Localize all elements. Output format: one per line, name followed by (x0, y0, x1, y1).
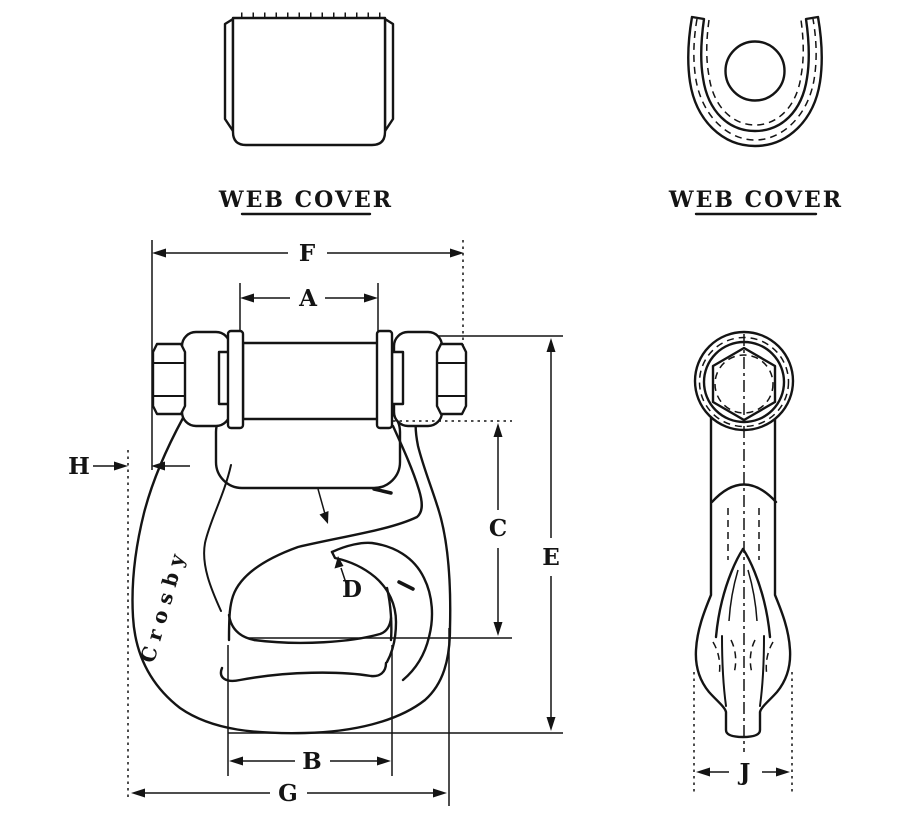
side-shank-outline (694, 412, 792, 739)
spool-roller (241, 341, 380, 421)
dim-H-arrow-right (151, 461, 165, 471)
dim-D-arrow-lower (334, 556, 344, 569)
neck-blend-curve (710, 483, 778, 504)
side-web-cover-label: WEB COVER (668, 187, 843, 213)
web-cover-body (231, 16, 387, 147)
dim-label-D: D (342, 576, 362, 603)
thread-hidden-circle (714, 354, 774, 414)
hex-bolt-head (435, 342, 468, 416)
tip-inner-left (728, 569, 739, 622)
dim-F-arrow-right (450, 248, 464, 258)
web-cover-eye-hole (724, 40, 786, 102)
front-web-cover-label: WEB COVER (218, 187, 393, 213)
right-bushing (390, 350, 405, 406)
dim-J-arrow-right (776, 767, 790, 777)
hidden-saddle-arc-1 (712, 641, 721, 677)
forge-mark-upper (372, 487, 393, 495)
left-spool-flange (226, 329, 245, 430)
stitch-line-outer (693, 18, 817, 141)
stem-side-left (721, 635, 727, 707)
hook-front-view: Crosby (131, 329, 468, 735)
hidden-saddle-arc-2 (765, 641, 774, 677)
tip-ridge-right (741, 547, 772, 639)
dim-C-arrow-bottom (493, 622, 503, 636)
dim-D-arrow-upper (319, 511, 329, 524)
limb-contour (203, 464, 232, 612)
throat-edge (227, 424, 423, 642)
tip-inner-right (747, 569, 758, 622)
right-spool-flange (375, 329, 394, 430)
stitch-line-inner (706, 19, 804, 126)
tip-ridge-left (714, 547, 745, 639)
dim-label-F: F (299, 240, 316, 267)
dim-B-arrow-right (377, 756, 391, 766)
hidden-saddle-arc-3 (730, 639, 737, 674)
hook-body-outline (131, 416, 452, 735)
front-web-cover-view: WEB COVER (218, 12, 395, 216)
dim-C-arrow-top (493, 423, 503, 437)
dim-A-arrow-right (364, 293, 378, 303)
dim-label-H: H (68, 453, 90, 480)
hook-tip-outer-edge (330, 541, 434, 682)
dim-label-J: J (738, 759, 751, 786)
hidden-saddle-arc-4 (749, 639, 756, 674)
hex-nut (151, 342, 187, 416)
hook-tip-inner-edge (330, 550, 398, 664)
dim-B-arrow-left (229, 756, 243, 766)
dim-H-arrow-left (114, 461, 128, 471)
dim-label-B: B (302, 748, 321, 775)
dim-label-A: A (298, 285, 318, 312)
dim-label-E: E (542, 544, 560, 571)
dim-D-leader-lower (340, 567, 348, 587)
dim-E-arrow-top (546, 338, 556, 352)
dim-D-leader-upper (317, 488, 326, 515)
hook-side-view (693, 330, 795, 752)
dim-F-arrow-left (152, 248, 166, 258)
side-web-cover-view: WEB COVER (668, 15, 843, 216)
dim-G-arrow-right (433, 788, 447, 798)
saddle-contour (219, 661, 388, 682)
dim-G-arrow-left (131, 788, 145, 798)
dim-A-arrow-left (240, 293, 254, 303)
forge-mark-lower (397, 580, 415, 591)
dim-E-arrow-bottom (546, 717, 556, 731)
stem-side-right (759, 635, 765, 707)
dim-label-G: G (278, 780, 298, 807)
web-cover-horseshoe (687, 15, 823, 148)
bowl-bearing-rim (227, 613, 393, 645)
dim-J-arrow-left (696, 767, 710, 777)
dimensions: F A H C E D (68, 240, 793, 807)
dim-label-C: C (489, 515, 507, 542)
